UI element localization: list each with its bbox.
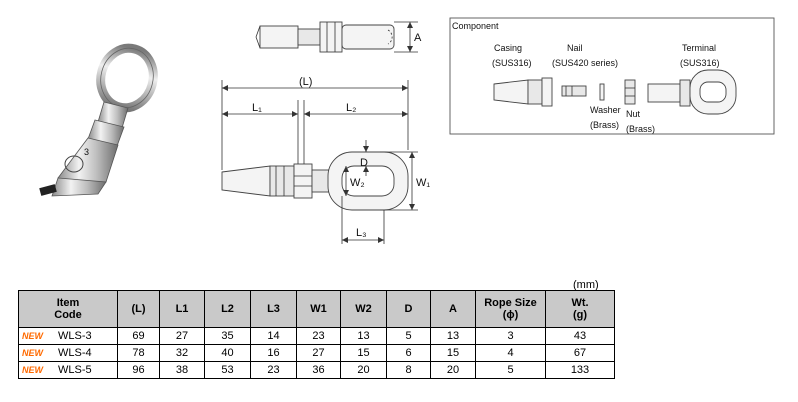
unit-label: (mm) xyxy=(573,279,599,291)
header-A: A xyxy=(430,290,476,328)
cell-A: 20 xyxy=(430,361,476,379)
new-badge: NEW xyxy=(22,365,43,375)
header-rope-line2: (ϕ) xyxy=(502,309,519,321)
product-photo: 3 xyxy=(39,43,158,197)
side-view: (L) L₁ L₂ D W₂ W₁ L₃ xyxy=(221,76,430,244)
cell-rope: 5 xyxy=(475,361,546,379)
table-row: NEW WLS-3 69 27 35 14 23 13 5 13 3 43 xyxy=(18,327,615,345)
table-header-row: Item Code (L) L1 L2 L3 W1 W2 D A Rope Si… xyxy=(18,290,615,328)
header-rope-line1: Rope Size xyxy=(484,297,537,309)
cell-D: 5 xyxy=(386,327,431,345)
item-code-cell: NEW WLS-4 xyxy=(18,344,118,362)
new-badge: NEW xyxy=(22,348,43,358)
dim-W1-label: W₁ xyxy=(416,177,430,189)
photo-size-marking: 3 xyxy=(84,147,89,157)
cell-L3: 14 xyxy=(250,327,297,345)
cell-L: 78 xyxy=(117,344,160,362)
cell-W1: 27 xyxy=(296,344,341,362)
header-L2: L2 xyxy=(204,290,251,328)
nail-material: (SUS420 series) xyxy=(552,58,618,68)
cell-wt: 133 xyxy=(545,361,615,379)
new-badge: NEW xyxy=(22,331,43,341)
casing-name: Casing xyxy=(494,43,522,53)
spec-table: Item Code (L) L1 L2 L3 W1 W2 D A Rope Si… xyxy=(18,290,615,379)
washer-name: Washer xyxy=(590,105,621,115)
terminal-name: Terminal xyxy=(682,43,716,53)
item-code: WLS-4 xyxy=(58,347,92,359)
technical-drawing: 3 A (L xyxy=(39,17,775,244)
cell-W2: 20 xyxy=(340,361,387,379)
cell-rope: 3 xyxy=(475,327,546,345)
cell-L: 69 xyxy=(117,327,160,345)
header-rope-size: Rope Size (ϕ) xyxy=(475,290,546,328)
dim-W2-label: W₂ xyxy=(350,177,365,189)
cell-W1: 36 xyxy=(296,361,341,379)
cell-wt: 43 xyxy=(545,327,615,345)
item-code-cell: NEW WLS-3 xyxy=(18,327,118,345)
header-W2: W2 xyxy=(340,290,387,328)
cell-L1: 38 xyxy=(159,361,205,379)
cell-L3: 23 xyxy=(250,361,297,379)
header-item-line1: Item xyxy=(56,297,80,309)
terminal-material: (SUS316) xyxy=(680,58,720,68)
cell-L2: 35 xyxy=(204,327,251,345)
header-L1: L1 xyxy=(159,290,205,328)
header-wt-line2: (g) xyxy=(572,309,588,321)
table-row: NEW WLS-5 96 38 53 23 36 20 8 20 5 133 xyxy=(18,361,615,379)
cell-W2: 13 xyxy=(340,327,387,345)
header-L: (L) xyxy=(117,290,160,328)
header-L3: L3 xyxy=(250,290,297,328)
header-weight: Wt. (g) xyxy=(545,290,615,328)
item-code: WLS-3 xyxy=(58,330,92,342)
dim-L2-label: L₂ xyxy=(346,102,356,114)
cell-A: 15 xyxy=(430,344,476,362)
washer-material: (Brass) xyxy=(590,120,619,130)
nail-name: Nail xyxy=(567,43,583,53)
dim-A-label: A xyxy=(414,32,422,44)
cell-L1: 32 xyxy=(159,344,205,362)
header-W1: W1 xyxy=(296,290,341,328)
cell-L2: 40 xyxy=(204,344,251,362)
cell-W2: 15 xyxy=(340,344,387,362)
cell-A: 13 xyxy=(430,327,476,345)
cell-L1: 27 xyxy=(159,327,205,345)
header-code-line2: Code xyxy=(54,309,82,321)
nut-name: Nut xyxy=(626,109,641,119)
cell-D: 8 xyxy=(386,361,431,379)
dim-L-label: (L) xyxy=(299,76,312,88)
top-view: A xyxy=(255,21,422,53)
component-box: Component Casing (SUS316) Nail (SUS420 s… xyxy=(449,17,775,135)
cell-L2: 53 xyxy=(204,361,251,379)
cell-L: 96 xyxy=(117,361,160,379)
nut-material: (Brass) xyxy=(626,124,655,134)
item-code: WLS-5 xyxy=(58,364,92,376)
cell-L3: 16 xyxy=(250,344,297,362)
cell-wt: 67 xyxy=(545,344,615,362)
dim-L1-label: L₁ xyxy=(252,102,262,114)
item-code-cell: NEW WLS-5 xyxy=(18,361,118,379)
dim-L3-label: L₃ xyxy=(356,227,367,239)
cell-D: 6 xyxy=(386,344,431,362)
header-D: D xyxy=(386,290,431,328)
casing-material: (SUS316) xyxy=(492,58,532,68)
header-item-code: Item Code xyxy=(18,290,118,328)
cell-W1: 23 xyxy=(296,327,341,345)
header-wt-line1: Wt. xyxy=(571,297,589,309)
component-title: Component xyxy=(452,21,499,31)
table-row: NEW WLS-4 78 32 40 16 27 15 6 15 4 67 xyxy=(18,344,615,362)
dim-D-label: D xyxy=(360,157,368,169)
cell-rope: 4 xyxy=(475,344,546,362)
